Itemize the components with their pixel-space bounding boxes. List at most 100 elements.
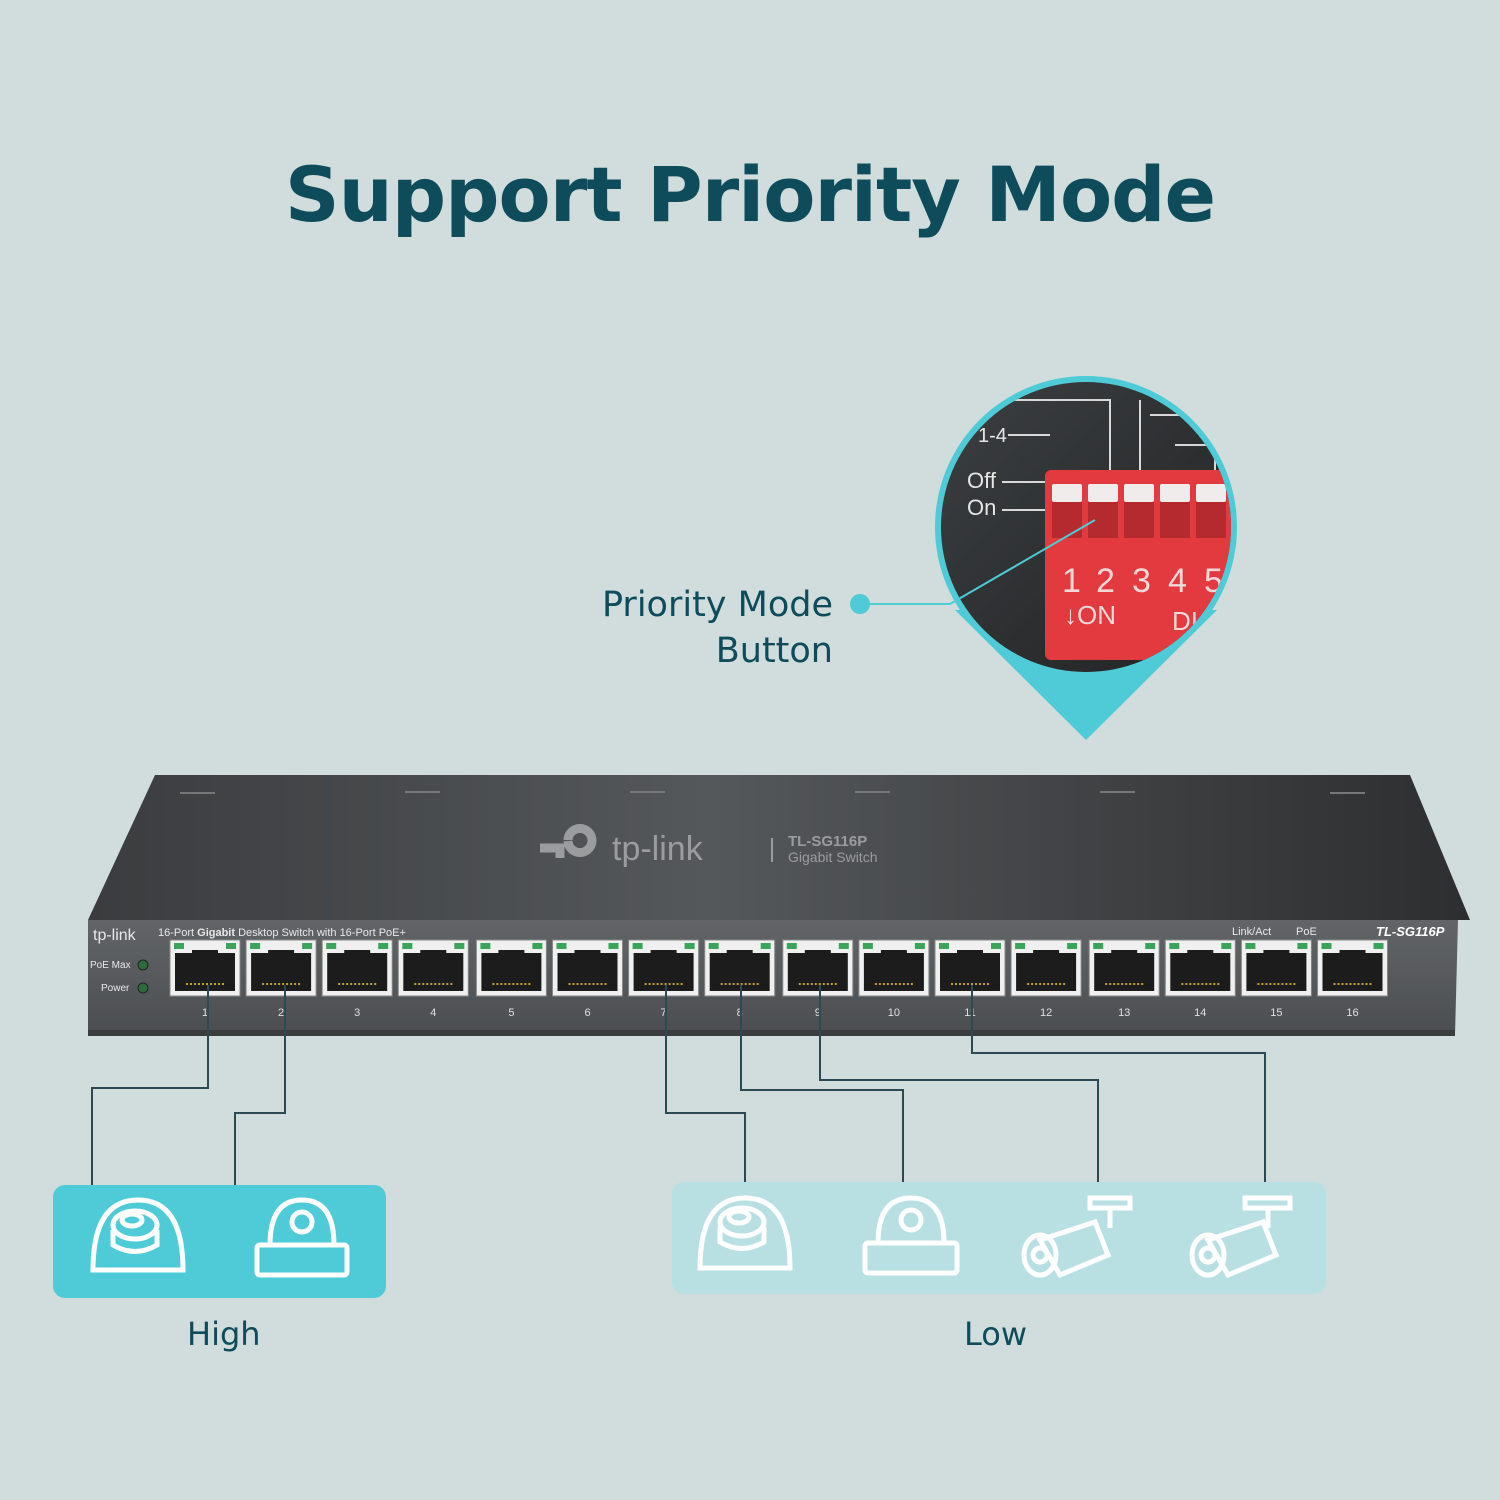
ethernet-port-5: 5	[475, 939, 547, 1019]
tp-link-top-logo: tp-link TL-SG116P Gigabit Switch	[540, 824, 877, 868]
port-led	[378, 943, 389, 949]
ethernet-port-13: 13	[1088, 939, 1160, 1019]
bullet-camera-icon	[1189, 1195, 1293, 1279]
dip-off-label: Off	[967, 468, 997, 493]
port-led	[174, 943, 184, 949]
port-led	[1373, 943, 1384, 949]
top-model: TL-SG116P	[788, 833, 867, 850]
top-desc: Gigabit Switch	[788, 849, 877, 865]
port-number: 3	[354, 1007, 360, 1019]
ethernet-port-16: 16	[1317, 939, 1388, 1019]
link-act-label: Link/Act	[1232, 926, 1271, 938]
dome-camera-flat-icon	[254, 1197, 350, 1278]
port-led	[250, 943, 261, 949]
ethernet-port-6: 6	[552, 939, 623, 1019]
priority-mode-callout: Priority Mode Button	[513, 582, 833, 674]
port-number: 12	[1040, 1007, 1052, 1019]
power-led	[137, 982, 149, 994]
port-led	[302, 943, 313, 949]
ethernet-port-12: 12	[1010, 939, 1082, 1019]
dip-group-label: 1-4	[978, 425, 1007, 447]
port-led	[1245, 943, 1256, 949]
port-led	[1321, 943, 1332, 949]
port-number: 7	[661, 1007, 667, 1019]
port-led	[786, 943, 797, 949]
dip-number-1: 1	[1062, 562, 1081, 600]
dip-on-text: ↓ON	[1064, 600, 1116, 630]
port-number: 13	[1118, 1007, 1130, 1019]
port-number: 15	[1270, 1007, 1282, 1019]
port-led	[1145, 943, 1156, 949]
bullet-camera-icon	[1021, 1195, 1133, 1279]
port-led	[991, 943, 1001, 949]
dome-camera-icon	[90, 1197, 186, 1273]
ethernet-port-15: 15	[1240, 939, 1312, 1019]
port-number: 8	[737, 1007, 743, 1019]
ethernet-port-11: 11	[934, 939, 1006, 1019]
port-led	[838, 943, 849, 949]
port-led	[480, 943, 491, 949]
port-led	[1093, 943, 1104, 949]
port-number: 14	[1194, 1007, 1206, 1019]
poe-max-label: PoE Max	[90, 960, 131, 971]
port-led	[1297, 943, 1308, 949]
page-title: Support Priority Mode	[284, 150, 1216, 239]
port-led	[939, 943, 949, 949]
front-desc: 16-Port Gigabit Desktop Switch with 16-P…	[158, 927, 406, 939]
port-led	[326, 943, 337, 949]
ethernet-port-14: 14	[1164, 939, 1236, 1019]
ethernet-port-1: 1	[169, 939, 241, 1019]
low-priority-label: Low	[964, 1315, 1028, 1353]
port-led	[1015, 943, 1026, 949]
front-brand: tp-link	[93, 927, 137, 944]
port-number: 6	[584, 1007, 590, 1019]
port-number: 2	[278, 1007, 284, 1019]
port-led	[1221, 943, 1232, 949]
dome-camera-icon	[697, 1195, 793, 1271]
port-number: 5	[508, 1007, 514, 1019]
connection-lines	[91, 985, 1266, 1185]
dome-camera-flat-icon	[862, 1195, 960, 1276]
switch-top	[88, 775, 1470, 920]
low-priority-panel	[672, 1182, 1326, 1294]
port-number: 10	[888, 1007, 900, 1019]
top-brand: tp-link	[612, 830, 704, 868]
dip-on-label: On	[967, 495, 996, 520]
port-led	[402, 943, 413, 949]
port-led	[532, 943, 543, 949]
port-led	[760, 943, 771, 949]
dip-number-3: 3	[1132, 562, 1151, 600]
port-led	[226, 943, 236, 949]
dip-number-4: 4	[1168, 562, 1187, 600]
port-led	[608, 943, 619, 949]
port-number: 16	[1346, 1007, 1358, 1019]
poe-max-led	[137, 959, 149, 971]
dip-number-2: 2	[1096, 562, 1115, 600]
port-led	[556, 943, 567, 949]
ethernet-port-7: 7	[628, 939, 700, 1019]
ethernet-port-10: 10	[858, 939, 930, 1019]
port-led	[684, 943, 695, 949]
port-number: 9	[815, 1007, 821, 1019]
port-led	[1169, 943, 1180, 949]
power-label: Power	[101, 983, 130, 994]
callout-line-1: Priority Mode	[601, 585, 833, 625]
callout-dot	[850, 594, 870, 614]
port-led	[454, 943, 465, 949]
port-led	[708, 943, 719, 949]
high-priority-label: High	[187, 1315, 261, 1353]
ethernet-port-2: 2	[245, 939, 317, 1019]
ethernet-port-9: 9	[782, 939, 854, 1019]
callout-line-2: Button	[715, 631, 833, 671]
ethernet-port-3: 3	[321, 939, 393, 1019]
ethernet-port-4: 4	[397, 939, 469, 1019]
port-led	[914, 943, 925, 949]
ethernet-port-8: 8	[704, 939, 776, 1019]
poe-label: PoE	[1296, 926, 1317, 938]
port-led	[1067, 943, 1078, 949]
port-led	[632, 943, 643, 949]
front-model: TL-SG116P	[1376, 924, 1445, 939]
port-led	[862, 943, 873, 949]
